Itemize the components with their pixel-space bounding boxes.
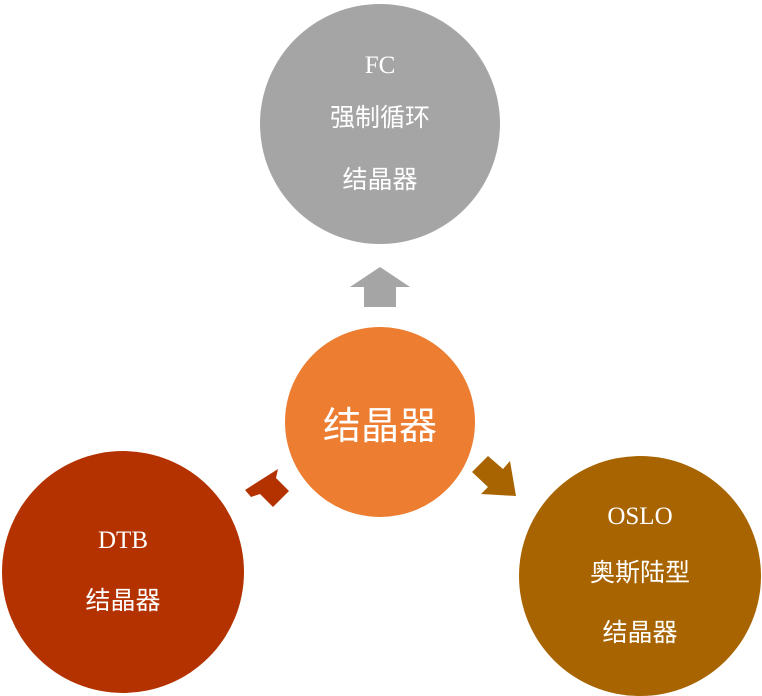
node-top-line-3: 结晶器 [342,165,418,194]
oslo-crystallizer-node: OSLO 奥斯陆型 结晶器 [519,456,761,696]
arrow-to-right [472,456,516,496]
node-center-label: 结晶器 [322,403,437,448]
node-left-line-1: DTB [98,527,148,554]
crystallizer-center-node: 结晶器 [285,327,475,517]
node-right-line-1: OSLO [607,503,673,530]
node-right-line-3: 结晶器 [602,618,678,647]
arrow-to-top [350,267,410,307]
node-top-line-2: 强制循环 [329,103,430,132]
fc-crystallizer-node: FC 强制循环 结晶器 [260,4,500,244]
node-right-line-2: 奥斯陆型 [589,558,690,587]
node-left-line-2: 结晶器 [85,586,161,615]
arrow-to-left [245,469,289,507]
node-top-line-1: FC [364,52,396,79]
dtb-crystallizer-node: DTB 结晶器 [2,451,244,693]
